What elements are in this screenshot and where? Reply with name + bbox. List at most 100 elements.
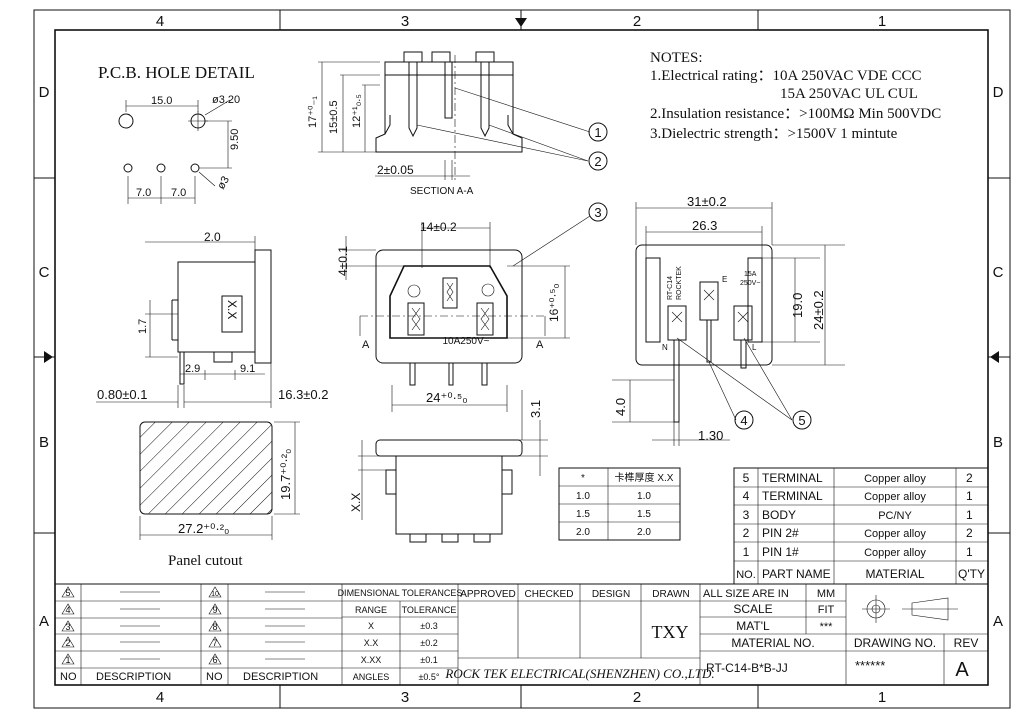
tolerance-cell: ±0.1 — [420, 655, 437, 665]
side-dim-91: 9.1 — [240, 363, 255, 375]
bom-cell: BODY — [762, 508, 796, 522]
bottom-view: 3.1 X.X — [349, 390, 548, 543]
bom-cell: Copper alloy — [864, 473, 926, 485]
rear-label-l: L — [752, 343, 757, 352]
callout-4: 4 — [740, 413, 747, 428]
drawing-no-label: DRAWING NO. — [854, 636, 936, 650]
material-no-label: MATERIAL NO. — [731, 636, 814, 650]
thickness-cell: 1.5 — [576, 509, 590, 520]
rev-num: 10 — [211, 591, 219, 598]
bom-cell: 3 — [743, 508, 750, 522]
part-number-value: RT-C14-B*B-JJ — [706, 661, 788, 675]
callout-3: 3 — [594, 205, 601, 220]
rev-num: 1 — [65, 655, 70, 665]
rev-label: REV — [954, 636, 979, 650]
zone-col-2-bottom: 2 — [633, 689, 641, 706]
thickness-cell: 1.0 — [637, 491, 651, 502]
rev-num: 5 — [65, 588, 70, 598]
rev-num: 7 — [212, 638, 217, 648]
bom-cell: TERMINAL — [762, 471, 823, 485]
rev-num: 2 — [65, 638, 70, 648]
bottom-dim-31: 3.1 — [528, 400, 543, 418]
pcb-dim-7b: 7.0 — [171, 187, 186, 199]
section-label: SECTION A-A — [410, 186, 474, 197]
bom-cell: Copper alloy — [864, 528, 926, 540]
callout-2: 2 — [594, 154, 601, 169]
zone-labels: 4 3 2 1 4 3 2 1 D C B A D C B A — [39, 13, 1004, 706]
zone-row-b-right: B — [993, 434, 1003, 451]
side-dim-163: 16.3±0.2 — [278, 387, 329, 402]
zone-row-a: A — [39, 613, 49, 630]
pcb-title: P.C.B. HOLE DETAIL — [98, 63, 255, 82]
rear-dim-130: 1.30 — [698, 428, 723, 443]
outer-border — [33, 9, 1011, 709]
bottom-dim-xx: X.X — [349, 493, 363, 512]
section-dim-15: 15±0.5 — [328, 100, 340, 134]
tolerances-range-header: RANGE — [355, 605, 387, 615]
notes-line-4: 3.Dielectric strength：>1500V 1 mintute — [650, 126, 898, 142]
bom-header-qty: Q'TY — [958, 567, 985, 581]
side-view-mark: X.X — [225, 300, 239, 319]
zone-col-3-bottom: 3 — [401, 689, 409, 706]
section-marker-right: A — [536, 339, 544, 351]
all-size-label: ALL SIZE ARE IN — [703, 588, 789, 600]
scale-label: SCALE — [733, 602, 772, 616]
bom-cell: Copper alloy — [864, 491, 926, 503]
tolerance-cell: X.XX — [361, 655, 382, 665]
front-rating-label: 10A250V~ — [443, 336, 490, 347]
matl-value: *** — [820, 621, 834, 633]
zone-row-a-right: A — [993, 613, 1003, 630]
section-dim-12: 12⁺¹₀.₅ — [351, 94, 363, 128]
tolerance-cell: ±0.2 — [420, 638, 437, 648]
bom-cell: 2 — [743, 526, 750, 540]
scale-value: FIT — [818, 604, 835, 616]
tolerances-title: DIMENSIONAL TOLERANCES — [338, 588, 463, 598]
rear-dim-31: 31±0.2 — [687, 194, 727, 209]
panel-dim-19: 19.7⁺⁰·²₀ — [278, 449, 293, 500]
rear-label-model: RT-C14 — [667, 276, 674, 300]
rev-num: 9 — [212, 605, 217, 615]
unit-value: MM — [817, 588, 835, 600]
bom-cell: 4 — [743, 489, 750, 503]
bom-cell: 2 — [966, 526, 973, 540]
front-dim-4: 4±0.1 — [336, 246, 350, 276]
zone-row-d-right: D — [993, 84, 1004, 101]
rev-header-no-right: NO — [206, 671, 223, 683]
centering-arrows — [44, 18, 999, 363]
section-marker-left: A — [362, 339, 370, 351]
tolerance-cell: ANGLES — [353, 672, 390, 682]
thickness-cell: 2.0 — [576, 527, 590, 538]
rev-num: 3 — [65, 622, 70, 632]
zone-row-c-right: C — [993, 264, 1004, 281]
notes-line-3: 2.Insulation resistance：>100MΩ Min 500VD… — [650, 106, 941, 122]
notes-block: NOTES: 1.Electrical rating：10A 250VAC VD… — [650, 50, 941, 142]
rear-dim-263: 26.3 — [692, 218, 717, 233]
thickness-cell: 2.0 — [637, 527, 651, 538]
zone-col-1: 1 — [878, 13, 886, 30]
side-dim-17: 1.7 — [137, 319, 149, 334]
bom-cell: 1 — [743, 545, 750, 559]
rev-header-desc-right: DESCRIPTION — [243, 671, 318, 683]
tolerance-cell: X — [368, 621, 374, 631]
pcb-hole-detail: P.C.B. HOLE DETAIL 15.0 ø3.20 9.50 7.0 7… — [98, 63, 255, 204]
pcb-dim-hole-small: ø3 — [215, 174, 232, 191]
side-view: X.X 2.0 1.7 2.9 9.1 0.80±0.1 16.3±0.2 — [96, 230, 329, 408]
matl-label: MAT'L — [736, 619, 770, 633]
panel-caption: Panel cutout — [168, 553, 243, 569]
bom-cell: 5 — [743, 471, 750, 485]
rear-label-e: E — [722, 275, 727, 284]
pcb-dim-7a: 7.0 — [136, 187, 151, 199]
rear-label-brand: ROCKTEK — [676, 266, 683, 300]
checked-label: CHECKED — [525, 589, 574, 600]
drawn-label: DRAWN — [652, 589, 689, 600]
projection-symbol-icon — [862, 595, 958, 623]
callout-1: 1 — [594, 125, 601, 140]
bom-header-material: MATERIAL — [865, 567, 924, 581]
section-a-a: 17⁺⁰₋₁ 15±0.5 12⁺¹₀.₅ 2±0.05 SECTION A-A… — [307, 51, 608, 197]
panel-cutout: 27.2⁺⁰·²₀ 19.7⁺⁰·²₀ Panel cutout — [139, 421, 300, 569]
bom-cell: PIN 1# — [762, 545, 799, 559]
bom-cell: 1 — [966, 508, 973, 522]
bom-header-part: PART NAME — [762, 567, 831, 581]
thickness-table: * 卡榫厚度 X.X 1.0 1.0 1.5 1.5 2.0 2.0 — [558, 467, 681, 541]
notes-title: NOTES: — [650, 50, 703, 66]
